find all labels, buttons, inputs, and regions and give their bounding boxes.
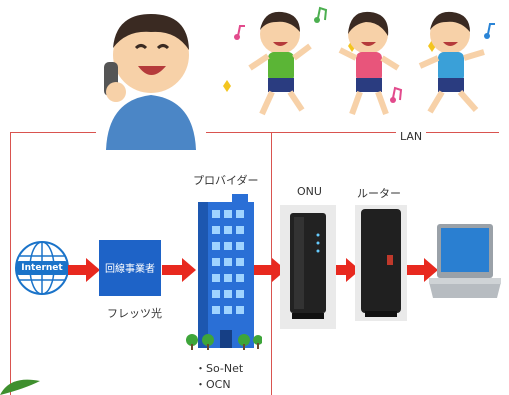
router-label: ルーター (357, 187, 401, 200)
arrow-internet-to-carrier (68, 258, 100, 282)
provider-building-icon (186, 194, 262, 350)
frame-middle-divider (271, 132, 272, 395)
leaf-decoration (0, 379, 40, 395)
lan-label: LAN (396, 130, 427, 143)
arrow-carrier-to-provider (162, 258, 196, 282)
person-on-phone-illustration (96, 0, 206, 150)
router-device-icon (355, 205, 407, 321)
carrier-box-label: 回線事業者 (105, 264, 155, 275)
onu-label: ONU (297, 185, 322, 198)
provider-example-1: ・So-Net (195, 362, 244, 375)
carrier-caption: フレッツ光 (107, 307, 162, 320)
arrow-onu-to-router (334, 258, 360, 282)
frame-top-line (10, 132, 499, 133)
onu-device-icon (280, 205, 336, 329)
arrow-router-to-laptop (404, 258, 438, 282)
provider-label: プロバイダー (193, 174, 259, 187)
carrier-box: 回線事業者 (99, 240, 161, 296)
internet-globe-icon (15, 241, 69, 295)
running-children-illustration (223, 6, 495, 116)
frame-left-line (10, 132, 11, 395)
internet-label: Internet (21, 263, 63, 273)
provider-example-2: ・OCN (195, 378, 231, 391)
laptop-icon (429, 224, 501, 298)
arrow-provider-to-onu (254, 258, 286, 282)
